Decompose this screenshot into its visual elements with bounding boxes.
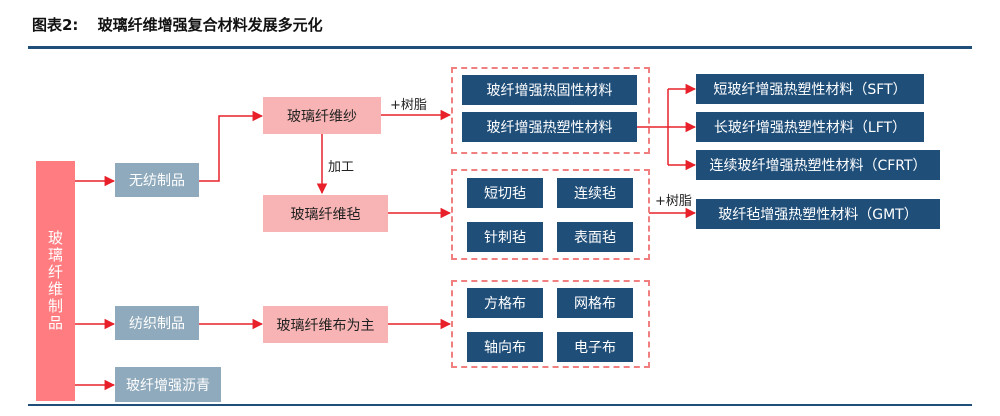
product-surface-mat: 表面毡 [557,222,633,252]
edge-label-resin-2: +树脂 [655,194,692,209]
product-cfrt: 连续玻纤增强热塑性材料（CFRT） [696,150,940,180]
figure-label: 图表2: [32,16,79,34]
figure-title: 图表2: 玻璃纤维增强复合材料发展多元化 [32,14,323,35]
link-nonwoven-yarn-mat [199,110,264,182]
top-rule [28,46,972,49]
category-woven: 纺织制品 [115,306,199,340]
root-node: 玻璃纤维制品 [36,161,75,401]
product-needled-mat: 针刺毡 [467,222,543,252]
category-asphalt: 玻纤增强沥青 [115,367,221,402]
product-thermoplastic: 玻纤增强热塑性材料 [462,112,637,142]
bottom-rule [28,404,972,406]
product-axial: 轴向布 [467,332,543,362]
figure-title-text: 玻璃纤维增强复合材料发展多元化 [97,16,323,34]
product-electronic: 电子布 [557,332,633,362]
product-lft: 长玻纤增强热塑性材料（LFT） [696,112,924,142]
product-gmt: 玻纤毡增强热塑性材料（GMT） [696,199,940,229]
product-mesh: 网格布 [557,288,633,318]
node-glass-fiber-mat: 玻璃纤维毡 [263,195,388,232]
node-glass-fiber-yarn: 玻璃纤维纱 [263,97,381,134]
group-yarn-products [451,67,650,154]
product-continuous-mat: 连续毡 [557,178,633,208]
product-thermoset: 玻纤增强热固性材料 [462,75,637,105]
product-sft: 短玻纤增强热塑性材料（SFT） [696,74,924,104]
group-fabric-products [451,280,650,368]
node-glass-fiber-fabric: 玻璃纤维布为主 [263,306,388,343]
edge-label-process: 加工 [328,160,355,175]
product-chopped-mat: 短切毡 [467,178,543,208]
product-gingham: 方格布 [467,288,543,318]
group-mat-products [451,169,650,260]
category-nonwoven: 无纺制品 [115,163,199,197]
edge-label-resin-1: +树脂 [390,98,427,113]
